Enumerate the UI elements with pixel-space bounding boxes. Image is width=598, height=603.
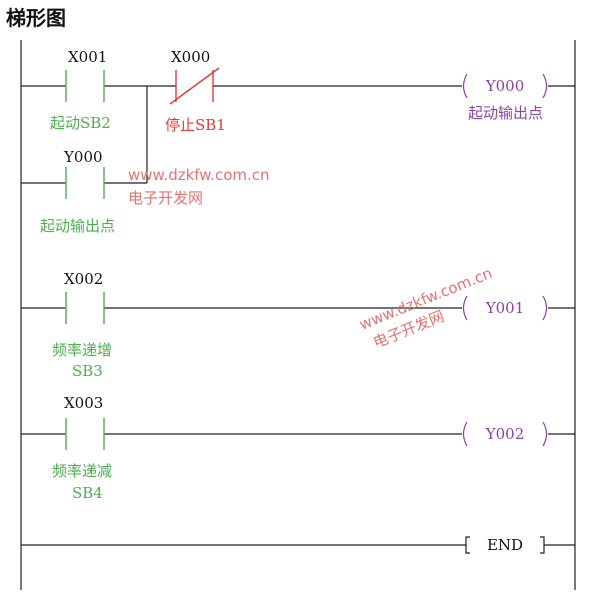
contact-label: SB4 <box>72 484 103 502</box>
contact-label: 起动输出点 <box>40 217 115 235</box>
contact-x002: X002 频率递增 SB3 <box>52 270 112 380</box>
coil-right-paren <box>542 295 548 321</box>
coil-y000: Y000 起动输出点 <box>462 73 548 122</box>
coil-left-paren <box>462 421 468 447</box>
contact-x003: X003 频率递减 SB4 <box>52 394 112 502</box>
coil-label: 起动输出点 <box>468 104 543 122</box>
contact-address: X001 <box>68 48 107 66</box>
coil-address: Y002 <box>485 425 525 443</box>
coil-y001: Y001 <box>462 295 548 321</box>
coil-address: Y001 <box>485 299 525 317</box>
coil-left-paren <box>462 73 468 99</box>
contact-label: 频率递减 <box>52 462 112 480</box>
contact-address: X003 <box>64 394 103 412</box>
watermark-url: www.dzkfw.com.cn <box>128 166 270 184</box>
watermark-1: www.dzkfw.com.cn 电子开发网 <box>128 166 270 207</box>
end-instruction: END <box>487 536 523 554</box>
watermark-2: www.dzkfw.com.cn 电子开发网 <box>357 264 495 352</box>
rung-end: END <box>21 536 575 554</box>
rung-2: X002 频率递增 SB3 Y001 <box>21 270 575 380</box>
coil-y002: Y002 <box>462 421 548 447</box>
contact-x001: X001 起动SB2 <box>50 48 111 132</box>
contact-address: Y000 <box>63 148 103 166</box>
contact-label: 频率递增 <box>52 341 112 359</box>
contact-label: 停止SB1 <box>165 116 226 134</box>
coil-right-paren <box>542 421 548 447</box>
end-right-bracket <box>540 536 545 554</box>
diagram-title: 梯形图 <box>6 6 66 30</box>
coil-right-paren <box>542 73 548 99</box>
coil-left-paren <box>462 295 468 321</box>
contact-address: X000 <box>171 48 210 66</box>
end-left-bracket <box>465 536 470 554</box>
rung-1: X001 起动SB2 X000 停止SB1 Y000 起动输出点 <box>21 48 575 235</box>
branch-y000: Y000 起动输出点 <box>21 86 148 235</box>
nc-slash <box>169 67 220 105</box>
contact-address: X002 <box>64 270 103 288</box>
coil-address: Y000 <box>485 77 525 95</box>
contact-label: 起动SB2 <box>50 114 111 132</box>
watermark-name: 电子开发网 <box>128 189 203 207</box>
contact-x000: X000 停止SB1 <box>165 48 226 134</box>
contact-label: SB3 <box>72 362 103 380</box>
rung-3: X003 频率递减 SB4 Y002 <box>21 394 575 502</box>
